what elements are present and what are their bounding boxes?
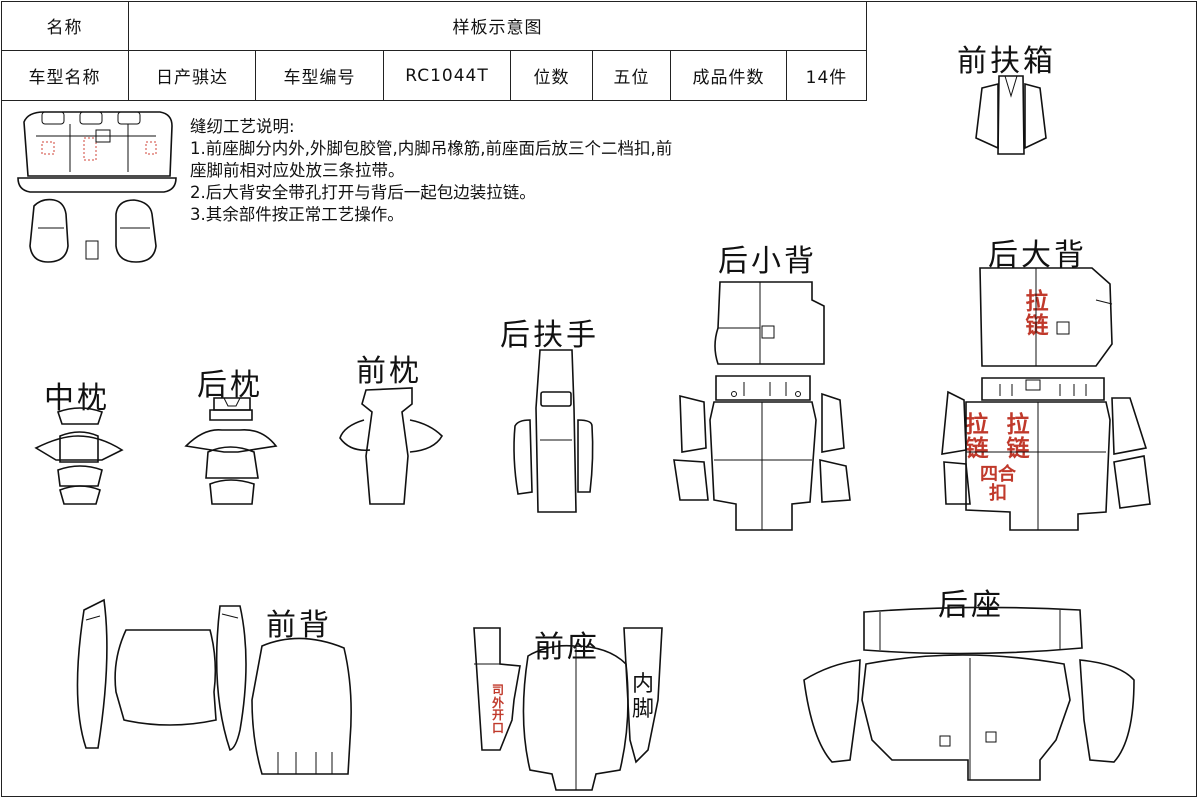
snap-annotation: 四合扣 [980,464,1016,504]
seats-cell: 五位 [593,51,671,101]
rear-small-back-drawing [673,281,851,531]
label-rear-seat: 后座 [938,588,1004,623]
seats-label-cell: 位数 [511,51,593,101]
front-storage-drawing [975,75,1047,155]
notes-line-4: 3.其余部件按正常工艺操作。 [190,205,404,224]
label-rear-headrest: 后枕 [197,368,263,403]
seat-overview-drawing [17,111,177,263]
pieces-cell: 14件 [787,51,867,101]
zipper-right-annotation: 拉链 [1006,412,1030,463]
notes-title: 缝纫工艺说明: [190,117,295,136]
driver-opening-annotation: 司外开口 [491,683,504,735]
label-rear-big-back: 后大背 [988,238,1087,273]
notes-line-2: 座脚前相对应处放三条拉带。 [190,161,405,180]
zipper-left-annotation: 拉链 [965,412,989,463]
zipper-annotation: 拉链 [1025,289,1049,340]
label-front-headrest: 前枕 [356,354,422,389]
notes-line-3: 2.后大背安全带孔打开与背后一起包边装拉链。 [190,183,536,202]
model-name-label-cell: 车型名称 [1,51,129,101]
rear-big-back-drawing [941,267,1151,531]
front-seat-drawing [473,627,663,791]
rear-headrest-drawing [184,397,278,505]
notes-line-1: 1.前座脚分内外,外脚包胶管,内脚吊橡筋,前座面后放三个二档扣,前 [190,139,673,158]
rear-armrest-drawing [513,349,594,513]
model-name-cell: 日产骐达 [129,51,256,101]
label-front-seat: 前座 [534,630,600,665]
label-rear-armrest: 后扶手 [500,318,599,353]
name-label-cell: 名称 [1,1,129,51]
front-back-drawing [76,598,352,775]
pieces-label-cell: 成品件数 [671,51,787,101]
front-headrest-drawing [339,387,443,505]
middle-headrest-drawing [34,407,124,505]
label-front-storage: 前扶箱 [957,44,1056,79]
sewing-notes: 缝纫工艺说明: 1.前座脚分内外,外脚包胶管,内脚吊橡筋,前座面后放三个二档扣,… [190,116,870,226]
model-no-cell: RC1044T [384,51,511,101]
label-rear-small-back: 后小背 [718,244,817,279]
model-no-label-cell: 车型编号 [256,51,384,101]
info-table: 名称 样板示意图 车型名称 日产骐达 车型编号 RC1044T 位数 五位 成品… [1,1,867,101]
diagram-title-cell: 样板示意图 [129,1,867,51]
inner-leg-annotation: 内脚 [632,672,655,723]
label-front-back: 前背 [266,608,332,643]
rear-seat-drawing [803,606,1135,781]
